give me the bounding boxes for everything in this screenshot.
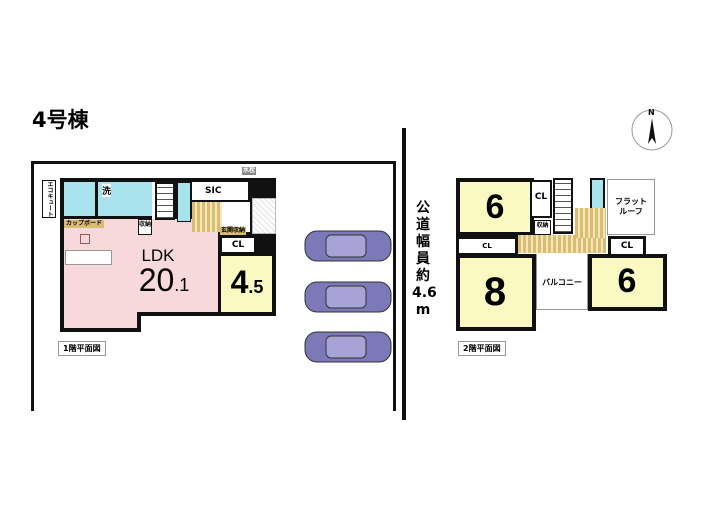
parking-car — [304, 280, 392, 314]
hallway — [192, 202, 222, 232]
range-hood-icon — [80, 234, 90, 244]
hallway-2f — [518, 235, 606, 253]
staircase-2f — [553, 178, 573, 234]
building-title: 4号棟 — [32, 108, 89, 132]
toilet — [177, 182, 191, 222]
road-char: m — [415, 302, 431, 318]
road-char: 幅 — [416, 234, 430, 250]
ldk-size: 20.1 — [124, 262, 204, 299]
divider — [152, 182, 157, 219]
kitchen-counter — [65, 250, 112, 265]
road-char: 4.6 — [412, 285, 437, 301]
staircase — [155, 182, 175, 220]
closet-label: CL — [482, 242, 492, 250]
hallway-2f-upper — [575, 208, 606, 238]
closet-label: CL — [620, 241, 634, 251]
floor2-caption: 2階平面図 — [458, 341, 506, 356]
storage-label: 収納 — [536, 222, 549, 229]
room-8 — [456, 254, 536, 331]
parking-car — [304, 229, 392, 263]
sic-room — [192, 182, 248, 200]
ldk-label: LDK — [141, 246, 175, 265]
washroom-label: 洗 — [102, 184, 112, 197]
road-char: 公 — [416, 200, 430, 216]
compass-icon — [631, 109, 673, 151]
size-int: 4 — [230, 264, 249, 300]
size-int: 20 — [138, 262, 175, 298]
room-6-east-size: 6 — [617, 262, 637, 300]
closet-1f — [220, 236, 256, 254]
size-dec: .5 — [248, 277, 264, 297]
balcony-label: バルコニー — [542, 278, 582, 287]
storage — [138, 219, 152, 235]
road-char: 道 — [416, 217, 430, 233]
faucet-label: 水栓 — [242, 167, 257, 175]
room-4-5-size: 4.5 — [224, 264, 270, 301]
road-boundary-line — [402, 128, 406, 420]
storage-2f — [534, 220, 551, 235]
flat-roof-label: フラット — [615, 197, 647, 206]
car-icon — [304, 230, 392, 262]
closet-label: CL — [231, 240, 245, 250]
floor1-caption: 1階平面図 — [58, 341, 106, 356]
compass-north-label: N — [648, 108, 655, 117]
bathroom — [64, 182, 98, 216]
room-6-west-size: 6 — [485, 188, 505, 226]
lot-boundary — [31, 161, 396, 411]
cupboard-label: カップボード — [64, 220, 105, 228]
closet-2f-a — [530, 180, 552, 218]
flat-roof — [607, 179, 655, 235]
size-dec: .1 — [174, 275, 190, 295]
closet-label: CL — [534, 192, 548, 202]
car-icon — [304, 281, 392, 313]
road-width-label: 公 道 幅 員 約 4.6 m — [412, 200, 437, 319]
balcony — [536, 254, 588, 310]
road-char: 約 — [416, 268, 430, 284]
storage-label: 収納 — [139, 221, 152, 228]
car-icon — [304, 331, 392, 363]
sic-label: SIC — [205, 186, 222, 196]
ldk-room-ext — [64, 300, 137, 328]
entrance-porch — [252, 198, 276, 234]
room-8-size: 8 — [483, 270, 507, 314]
entrance-storage-label: 玄関収納 — [220, 227, 247, 235]
road-char: 員 — [416, 251, 430, 267]
room-6-east — [588, 254, 667, 311]
ecocute-unit: エコキュート — [42, 180, 56, 218]
room-4-5 — [221, 256, 272, 312]
parking-car — [304, 330, 392, 364]
room-6-west — [456, 178, 534, 236]
flat-roof-label: ルーフ — [619, 207, 643, 216]
north-compass: N — [630, 108, 674, 152]
